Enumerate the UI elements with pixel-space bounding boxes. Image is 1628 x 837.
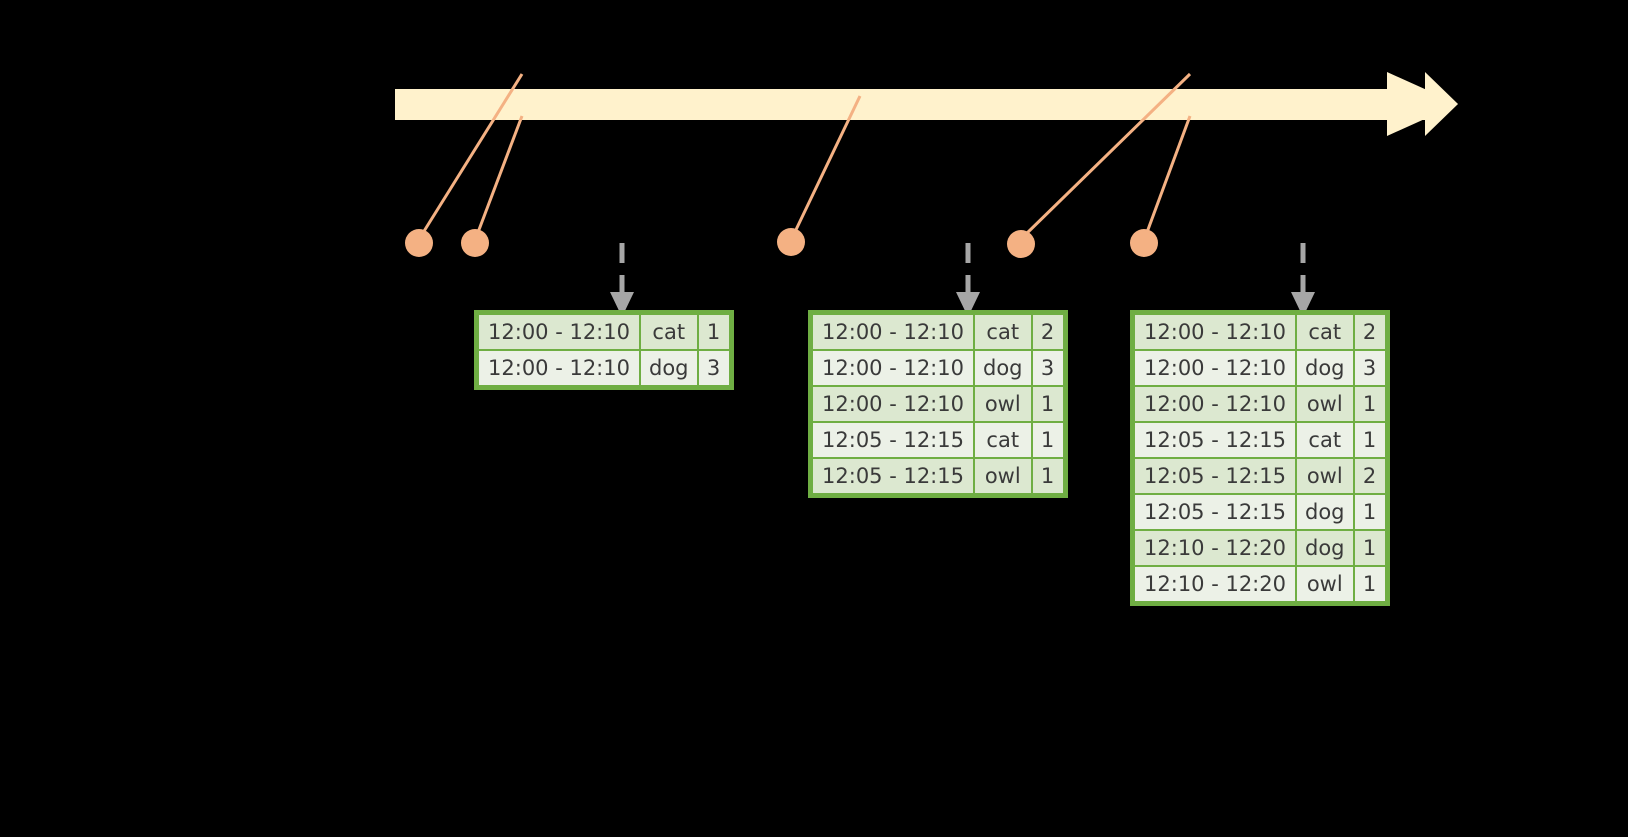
event-dot	[1007, 230, 1035, 258]
event-connector-lines	[419, 72, 1192, 239]
word-value: owl	[1297, 459, 1353, 493]
event-dots-group	[405, 228, 1158, 258]
event-dot	[405, 229, 433, 257]
count-value: 2	[1354, 459, 1385, 493]
dashed-arrow-icon	[1291, 243, 1315, 317]
word-value: cat	[1297, 423, 1353, 457]
window-range: 12:05 - 12:15	[1135, 495, 1295, 529]
count-value: 1	[1354, 531, 1385, 565]
count-value: 1	[1354, 387, 1385, 421]
count-value: 2	[1354, 315, 1385, 349]
window-range: 12:10 - 12:20	[1135, 567, 1295, 601]
event-dot	[777, 228, 805, 256]
dashed-arrow-icon	[610, 243, 634, 317]
window-range: 12:05 - 12:15	[1135, 423, 1295, 457]
word-value: owl	[1297, 567, 1353, 601]
word-value: cat	[975, 315, 1031, 349]
window-range: 12:00 - 12:10	[813, 351, 973, 385]
window-range: 12:00 - 12:10	[479, 351, 639, 385]
word-value: dog	[1297, 495, 1353, 529]
window-range: 12:00 - 12:10	[479, 315, 639, 349]
count-value: 3	[1032, 351, 1063, 385]
word-value: dog	[975, 351, 1031, 385]
word-value: cat	[975, 423, 1031, 457]
word-value: owl	[975, 459, 1031, 493]
count-value: 1	[1032, 423, 1063, 457]
count-value: 1	[1354, 423, 1385, 457]
count-value: 3	[1354, 351, 1385, 385]
word-value: dog	[1297, 531, 1353, 565]
count-value: 1	[698, 315, 729, 349]
word-value: dog	[1297, 351, 1353, 385]
window-range: 12:05 - 12:15	[813, 459, 973, 493]
dashed-arrow-icon	[956, 243, 980, 317]
window-range: 12:10 - 12:20	[1135, 531, 1295, 565]
count-value: 1	[1032, 387, 1063, 421]
count-value: 1	[1354, 567, 1385, 601]
window-range: 12:05 - 12:15	[1135, 459, 1295, 493]
count-value: 1	[1354, 495, 1385, 529]
event-dot	[461, 229, 489, 257]
word-value: cat	[1297, 315, 1353, 349]
count-value: 2	[1032, 315, 1063, 349]
window-range: 12:05 - 12:15	[813, 423, 973, 457]
word-value: owl	[1297, 387, 1353, 421]
window-range: 12:00 - 12:10	[813, 387, 973, 421]
word-value: cat	[641, 315, 697, 349]
dashed-arrows-group	[610, 243, 1315, 317]
window-range: 12:00 - 12:10	[1135, 315, 1295, 349]
word-value: dog	[641, 351, 697, 385]
window-range: 12:00 - 12:10	[813, 315, 973, 349]
word-value: owl	[975, 387, 1031, 421]
count-value: 1	[1032, 459, 1063, 493]
event-stream-arrow	[395, 72, 1458, 136]
event-dot	[1130, 229, 1158, 257]
window-range: 12:00 - 12:10	[1135, 351, 1295, 385]
count-value: 3	[698, 351, 729, 385]
window-range: 12:00 - 12:10	[1135, 387, 1295, 421]
